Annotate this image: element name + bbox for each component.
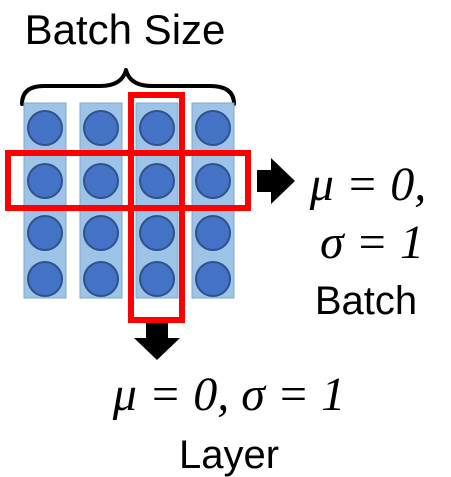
layer-formula: μ = 0, σ = 1 xyxy=(112,368,346,421)
neuron-circle xyxy=(27,163,63,199)
neuron-circle xyxy=(195,110,231,146)
sample-column xyxy=(191,102,235,299)
batch-mean-formula: μ = 0, xyxy=(309,158,426,211)
neuron-circle xyxy=(83,261,119,297)
neuron-circle xyxy=(83,163,119,199)
neuron-circle xyxy=(195,163,231,199)
neuron-circle xyxy=(139,261,175,297)
sample-column xyxy=(79,102,123,299)
neuron-circle xyxy=(83,110,119,146)
sample-column xyxy=(23,102,67,299)
right-arrow-icon xyxy=(257,158,295,204)
neuron-circle xyxy=(139,215,175,251)
neuron-circle xyxy=(139,110,175,146)
sample-column xyxy=(135,102,179,299)
down-arrow-icon xyxy=(134,323,180,360)
neuron-circle xyxy=(27,215,63,251)
neuron-circle xyxy=(139,163,175,199)
batch-std-formula: σ = 1 xyxy=(320,216,424,269)
batch-label: Batch xyxy=(315,279,417,323)
batch-grid xyxy=(23,102,235,299)
neuron-circle xyxy=(83,215,119,251)
neuron-circle xyxy=(195,215,231,251)
neuron-circle xyxy=(27,110,63,146)
layer-highlight-box xyxy=(128,92,185,323)
neuron-circle xyxy=(27,261,63,297)
layer-label: Layer xyxy=(179,433,279,477)
batch-size-brace xyxy=(20,68,236,106)
neuron-circle xyxy=(195,261,231,297)
batch-size-title: Batch Size xyxy=(25,6,226,53)
